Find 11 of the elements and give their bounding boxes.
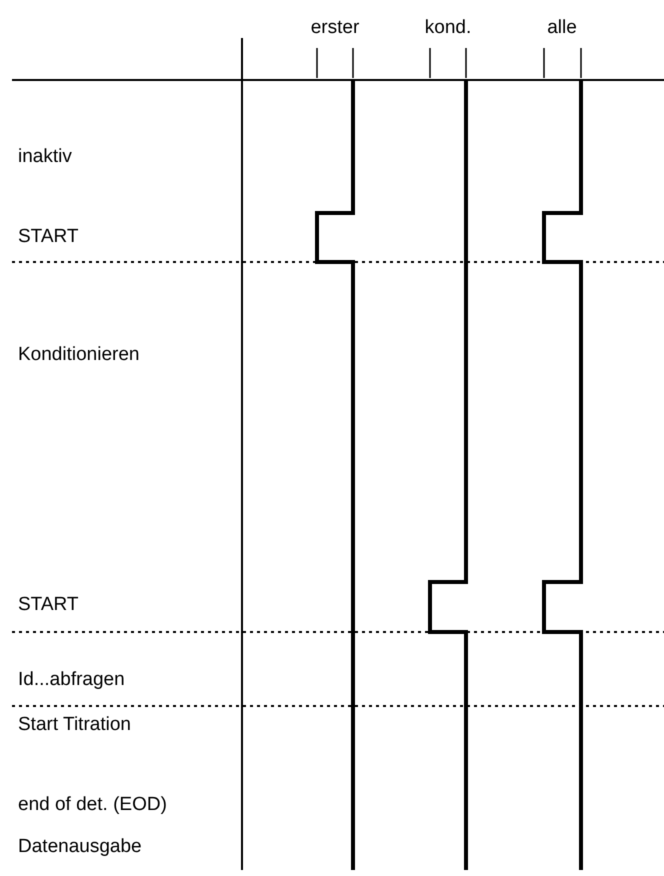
state-label: Id...abfragen <box>18 670 125 689</box>
state-label: Start Titration <box>18 715 131 734</box>
state-label: Datenausgabe <box>18 837 142 856</box>
state-label: end of det. (EOD) <box>18 795 167 814</box>
column-header: kond. <box>424 18 472 37</box>
column-header: erster <box>310 18 360 37</box>
column-header: alle <box>547 18 577 37</box>
state-label: START <box>18 595 79 614</box>
state-label: START <box>18 227 79 246</box>
state-label: Konditionieren <box>18 345 140 364</box>
state-label: inaktiv <box>18 147 72 166</box>
